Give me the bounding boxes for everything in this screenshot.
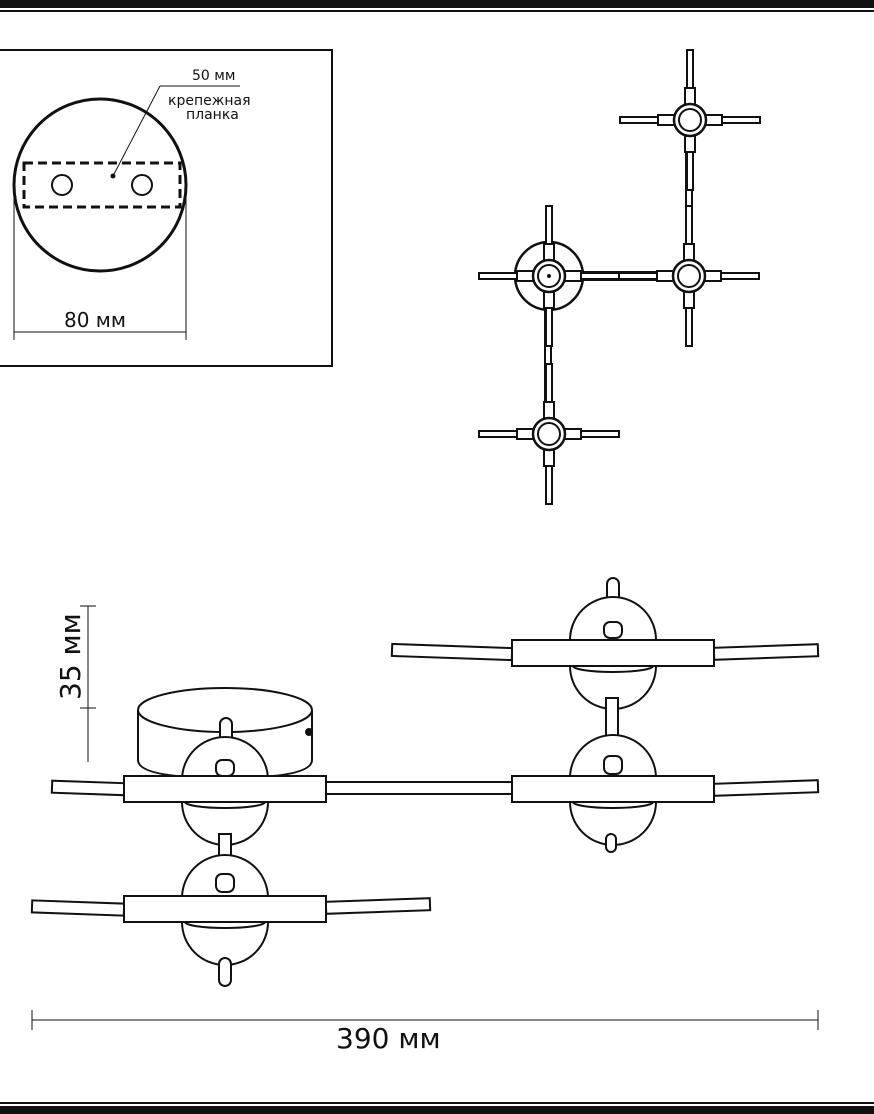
top-view <box>477 48 762 506</box>
height-dimension <box>80 605 96 762</box>
label-plate-line2: планка <box>186 107 239 123</box>
label-plate-line1: крепежная <box>168 93 251 109</box>
label-80mm: 80 мм <box>64 308 126 332</box>
label-50mm: 50 мм <box>192 68 235 84</box>
mounting-plate-inset <box>0 49 333 367</box>
label-35mm: 35 мм <box>54 613 87 700</box>
side-view <box>30 577 820 987</box>
label-390mm: 390 мм <box>336 1022 441 1055</box>
bottom-border <box>0 1106 874 1114</box>
top-border <box>0 0 874 8</box>
width-dimension <box>31 1010 819 1030</box>
